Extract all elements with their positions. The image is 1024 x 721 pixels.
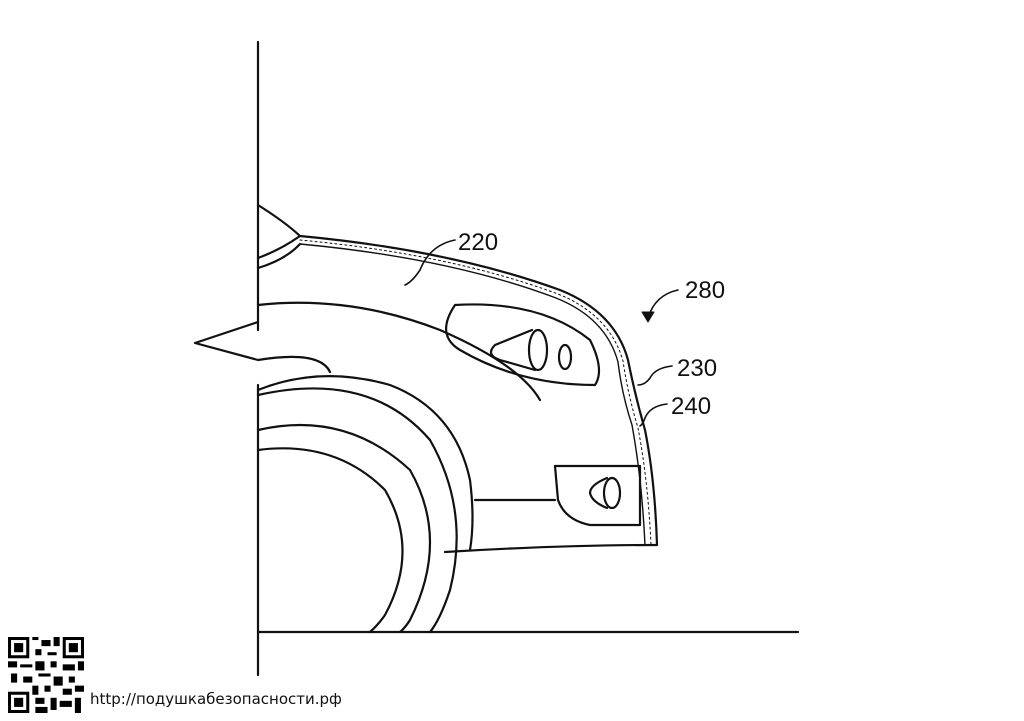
headlight-lamp-lens [527, 328, 549, 372]
fog-light-lamp [588, 476, 609, 510]
label-220: 220 [458, 229, 498, 256]
layer-hatching [299, 239, 652, 546]
label-230: 230 [677, 355, 717, 382]
wheel-tire-inner [256, 424, 431, 634]
hood-inner-layer-240 [299, 243, 646, 546]
body-front-curve [256, 242, 302, 270]
label-240: 240 [671, 393, 711, 420]
headlight-housing [445, 303, 601, 387]
hood-outer-layer-230 [298, 234, 659, 547]
wheel-tire-outer [256, 387, 458, 634]
website-url-link[interactable]: http://подушкабезопасности.рф [90, 690, 342, 708]
leader-230 [637, 365, 673, 386]
headlight-indicator [557, 343, 573, 371]
headlight-lamp [489, 328, 537, 372]
bumper-bottom [443, 543, 659, 554]
fog-light-lens [602, 476, 622, 510]
leader-220 [404, 239, 456, 286]
body-crease [193, 320, 332, 374]
arrowhead-280 [641, 311, 655, 323]
fog-light-housing [553, 464, 642, 527]
qr-code[interactable] [8, 637, 84, 713]
label-280: 280 [685, 277, 725, 304]
wheel-arch [256, 375, 474, 552]
leader-240 [639, 403, 668, 427]
body-side-line [256, 301, 542, 402]
wheel-rim [256, 447, 404, 634]
